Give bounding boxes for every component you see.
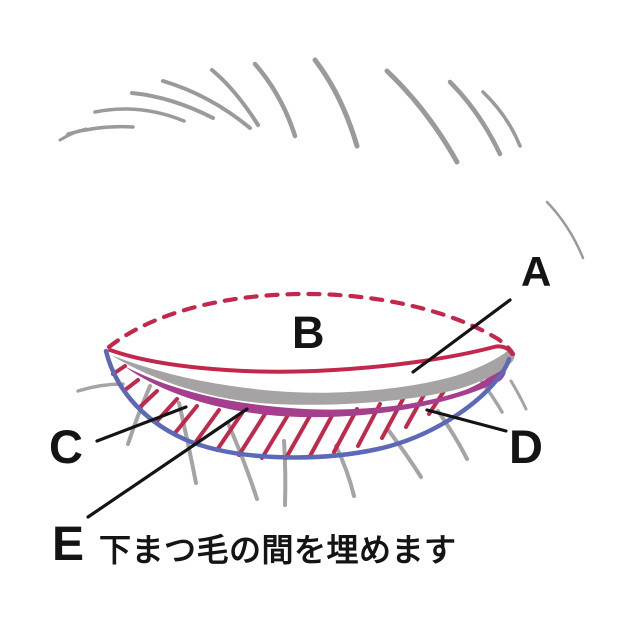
brow-hair [252, 61, 298, 139]
lower-lash [282, 439, 288, 507]
hatch-stripe [173, 404, 199, 435]
label-a: A [521, 248, 552, 295]
brow-hair [384, 68, 460, 165]
lower-lid-blue-line [103, 348, 512, 460]
label-b: B [292, 307, 325, 358]
hatch-stripe [237, 412, 267, 457]
hatch-stripe [404, 391, 427, 429]
hatch-stripe [138, 389, 159, 409]
lower-lash [509, 379, 528, 411]
caption-lower-lash-instruction: 下まつ毛の間を埋めます [99, 532, 457, 568]
eyeliner-band-magenta [124, 364, 506, 418]
lower-lashes [76, 379, 528, 507]
upper-lid-red-line [108, 344, 514, 374]
hatch-stripe [284, 412, 313, 460]
brow-hair [312, 57, 360, 149]
hatch-stripe [332, 407, 359, 454]
lower-lash [126, 384, 152, 446]
crease-dashed-line [106, 291, 516, 357]
label-c: C [49, 420, 83, 473]
brow-hair [161, 79, 252, 130]
brow-hair [66, 124, 135, 136]
eyebrow [58, 57, 585, 260]
brow-hair [545, 200, 585, 260]
label-d: D [509, 420, 543, 473]
upper-lash-band-gray [111, 350, 515, 405]
brow-hair [130, 91, 215, 120]
leader-line-e [86, 407, 249, 519]
leader-lines [86, 298, 512, 519]
leader-line-c [95, 405, 188, 443]
brow-hair [481, 90, 522, 148]
hatch-stripe [260, 413, 290, 460]
hatch-stripe [193, 408, 221, 445]
leader-line-d [425, 408, 508, 433]
label-e: E [52, 518, 85, 571]
leader-line-a [411, 298, 512, 374]
brow-hair [93, 107, 186, 123]
lower-lash [76, 382, 125, 393]
hatch-stripe [308, 410, 336, 458]
brow-hair [210, 68, 260, 127]
lower-lash [387, 429, 423, 479]
lower-lash [334, 444, 356, 498]
brow-hair [447, 79, 503, 157]
hatch-stripe [123, 378, 140, 392]
hatch-stripe [380, 397, 405, 440]
hatch-stripe [215, 411, 244, 452]
